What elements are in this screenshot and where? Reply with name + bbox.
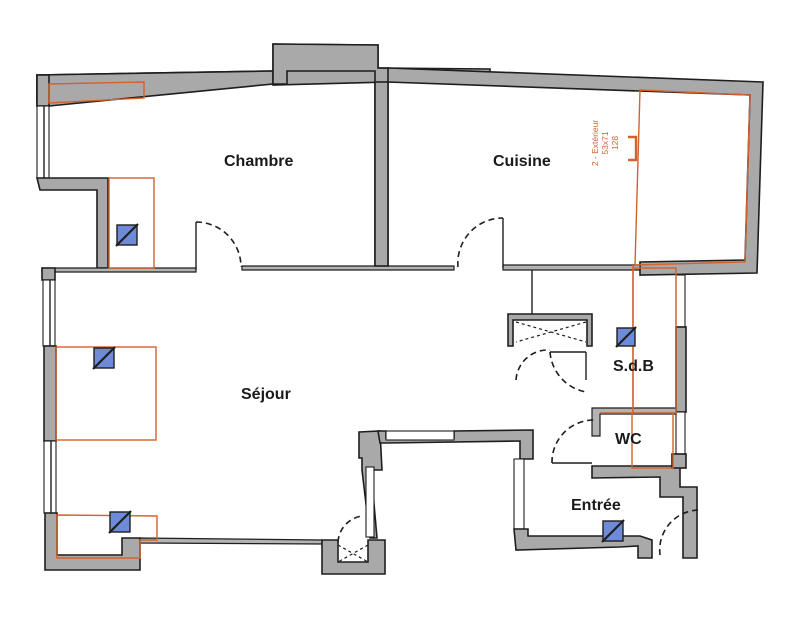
- shaft-cross: [515, 321, 587, 343]
- annotation-line-1: 2 - Extérieur: [590, 119, 600, 167]
- wall-wc-bottom: [591, 465, 698, 559]
- zone-cuisine: [634, 89, 751, 266]
- vent-icon: [92, 346, 116, 370]
- window-bracket: [628, 135, 638, 162]
- wall-wc-corner: [671, 453, 687, 469]
- door-closet[interactable]: [337, 515, 363, 543]
- window-sejour-2: [43, 440, 57, 514]
- room-label-wc: WC: [615, 431, 642, 448]
- wall-sejour-bottom: [139, 537, 323, 545]
- wall-closet-block: [321, 539, 386, 575]
- annotation-line-3: 128: [610, 135, 620, 151]
- window-inner-1: [365, 466, 375, 538]
- door-shaft[interactable]: [515, 349, 551, 381]
- zone-sdb: [632, 267, 677, 414]
- zone-chambre-top: [48, 81, 145, 104]
- wall-chambre-lower: [35, 177, 109, 269]
- room-label-cuisine: Cuisine: [493, 153, 551, 170]
- window-sdb: [675, 274, 686, 328]
- window-inner-right: [513, 458, 525, 530]
- wall-sejour-top-mid: [241, 265, 455, 271]
- door-wc[interactable]: [551, 419, 595, 464]
- wall-cuisine-bottom: [502, 264, 641, 271]
- door-sdb[interactable]: [549, 351, 587, 393]
- zone-sejour-2: [56, 514, 158, 559]
- vent-icon: [601, 519, 625, 543]
- wall-chambre-top-band: [36, 70, 274, 107]
- door-cuisine[interactable]: [457, 217, 504, 268]
- window-wc: [675, 411, 686, 455]
- zone-sejour-1: [55, 346, 157, 441]
- vent-icon: [115, 223, 139, 247]
- wall-entree-bottom: [513, 528, 653, 559]
- wall-shaft: [507, 313, 593, 347]
- wall-chambre-left: [36, 74, 50, 107]
- room-label-sdb: S.d.B: [613, 358, 654, 375]
- door-chambre[interactable]: [195, 221, 242, 268]
- window-inner-top: [385, 430, 455, 441]
- room-label-entree: Entrée: [571, 497, 621, 514]
- door-entree[interactable]: [658, 509, 701, 556]
- wall-sejour-left-mid: [43, 345, 57, 442]
- room-label-chambre: Chambre: [224, 153, 294, 170]
- zone-wc: [631, 412, 674, 469]
- wall-sejour-left-top: [41, 267, 56, 281]
- wall-cuisine-top: [387, 67, 764, 276]
- vent-icon: [615, 326, 637, 348]
- window-sejour-1: [42, 279, 56, 347]
- annotation-line-2: 53x71: [600, 131, 610, 155]
- wall-chambre-cuisine: [374, 81, 389, 267]
- zone-chambre-bed: [108, 177, 155, 269]
- room-label-sejour: Séjour: [241, 386, 291, 403]
- window-chambre: [36, 105, 50, 179]
- vent-icon: [108, 510, 132, 534]
- closet-cross: [337, 544, 369, 563]
- wall-sdb-right: [675, 326, 687, 413]
- window-annotation: 2 - Extérieur 53x71 128: [590, 108, 620, 178]
